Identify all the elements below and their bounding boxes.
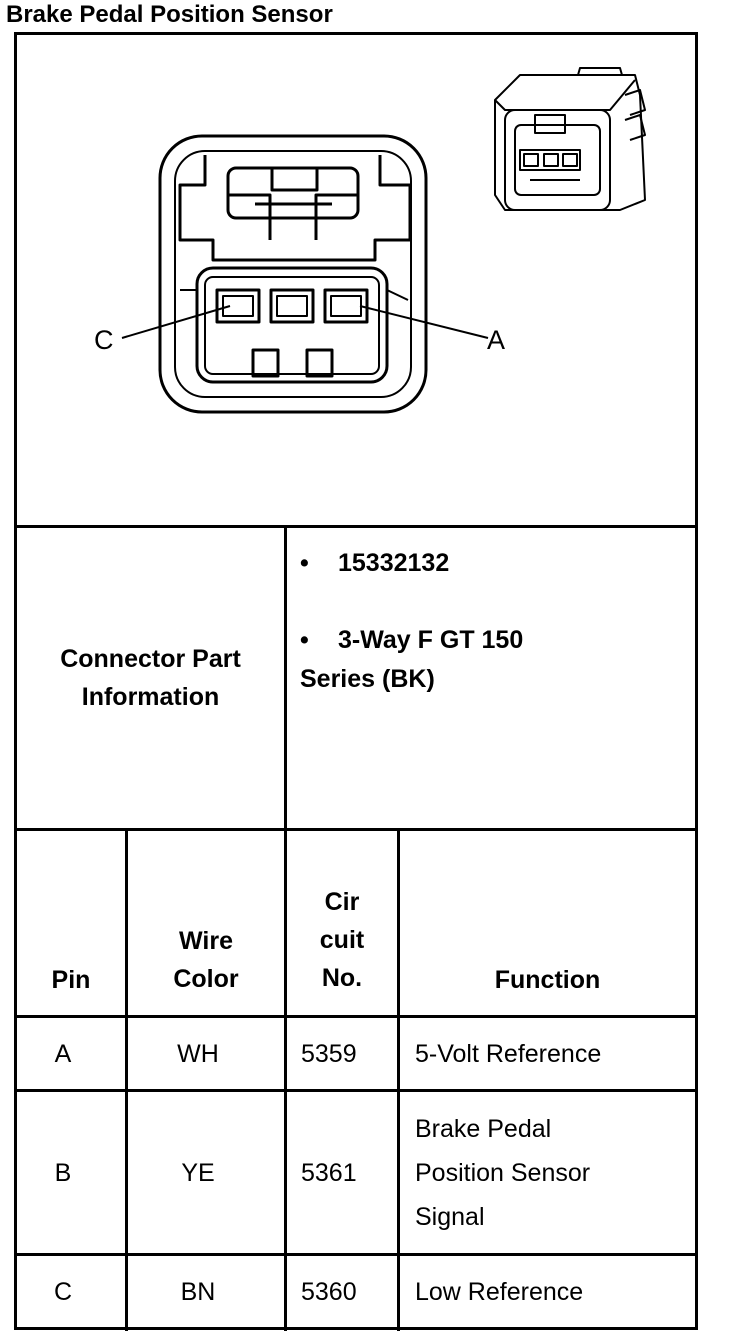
bullet-icon: • bbox=[300, 626, 309, 654]
leader-a bbox=[359, 305, 489, 339]
row-c-wire: BN bbox=[180, 1278, 216, 1306]
row-c-function: Low Reference bbox=[415, 1278, 584, 1306]
part-number-item: • 15332132 bbox=[300, 543, 449, 583]
row-b-wire: YE bbox=[181, 1158, 215, 1187]
latch-tab bbox=[226, 166, 360, 220]
row-a-circuit: 5359 bbox=[301, 1039, 357, 1068]
divider-row-b bbox=[14, 1089, 698, 1092]
connector-description-item: • 3-Way F GT 150 bbox=[300, 620, 523, 660]
divider-col-pin bbox=[125, 828, 128, 1331]
divider-table-header bbox=[14, 828, 698, 831]
header-pin: Pin bbox=[51, 966, 91, 994]
pin-cavity-a bbox=[323, 288, 369, 324]
divider-row-a bbox=[14, 1015, 698, 1018]
divider-col-circuit bbox=[397, 828, 400, 1331]
housing-inner bbox=[174, 150, 412, 398]
row-b-pin: B bbox=[54, 1158, 72, 1187]
page-title: Brake Pedal Position Sensor bbox=[6, 1, 333, 28]
label-a: A bbox=[487, 325, 505, 355]
connector-diagram: C A bbox=[94, 67, 646, 414]
pin-cavity-c bbox=[215, 288, 261, 324]
housing-outer bbox=[158, 134, 428, 414]
connector-description-line2: Series (BK) bbox=[300, 665, 435, 693]
row-c-pin: C bbox=[53, 1278, 73, 1306]
header-circuit-no: Cir cuit No. bbox=[319, 888, 365, 992]
label-c: C bbox=[94, 325, 114, 355]
connector-table-frame bbox=[14, 32, 698, 1330]
header-wire-color: Wire Color bbox=[173, 927, 239, 993]
row-c-circuit: 5360 bbox=[301, 1278, 357, 1306]
row-a-wire: WH bbox=[177, 1039, 219, 1068]
row-a-pin: A bbox=[54, 1039, 72, 1068]
part-number: 15332132 bbox=[338, 549, 450, 577]
header-function: Function bbox=[494, 966, 601, 994]
row-b-function: Brake Pedal Position Sensor Signal bbox=[415, 1114, 591, 1231]
pin-cavity-b bbox=[269, 288, 315, 324]
bullet-icon: • bbox=[300, 549, 309, 577]
row-b-circuit: 5361 bbox=[301, 1158, 357, 1187]
key-2 bbox=[305, 348, 334, 378]
latch-arms bbox=[228, 193, 358, 240]
row-a-function: 5-Volt Reference bbox=[415, 1039, 602, 1068]
latch-outline bbox=[178, 155, 412, 262]
connector-info-label: Connector Part Information bbox=[60, 645, 241, 711]
key-1 bbox=[251, 348, 280, 378]
connector-3d-icon bbox=[494, 67, 646, 211]
divider-connector-info bbox=[14, 525, 698, 528]
latch-window bbox=[270, 166, 319, 192]
leader-c bbox=[121, 305, 231, 339]
divider-row-c bbox=[14, 1253, 698, 1256]
divider-col-info bbox=[284, 525, 287, 1331]
cavity-block bbox=[195, 266, 389, 384]
connector-description-line1: 3-Way F GT 150 bbox=[338, 626, 524, 654]
